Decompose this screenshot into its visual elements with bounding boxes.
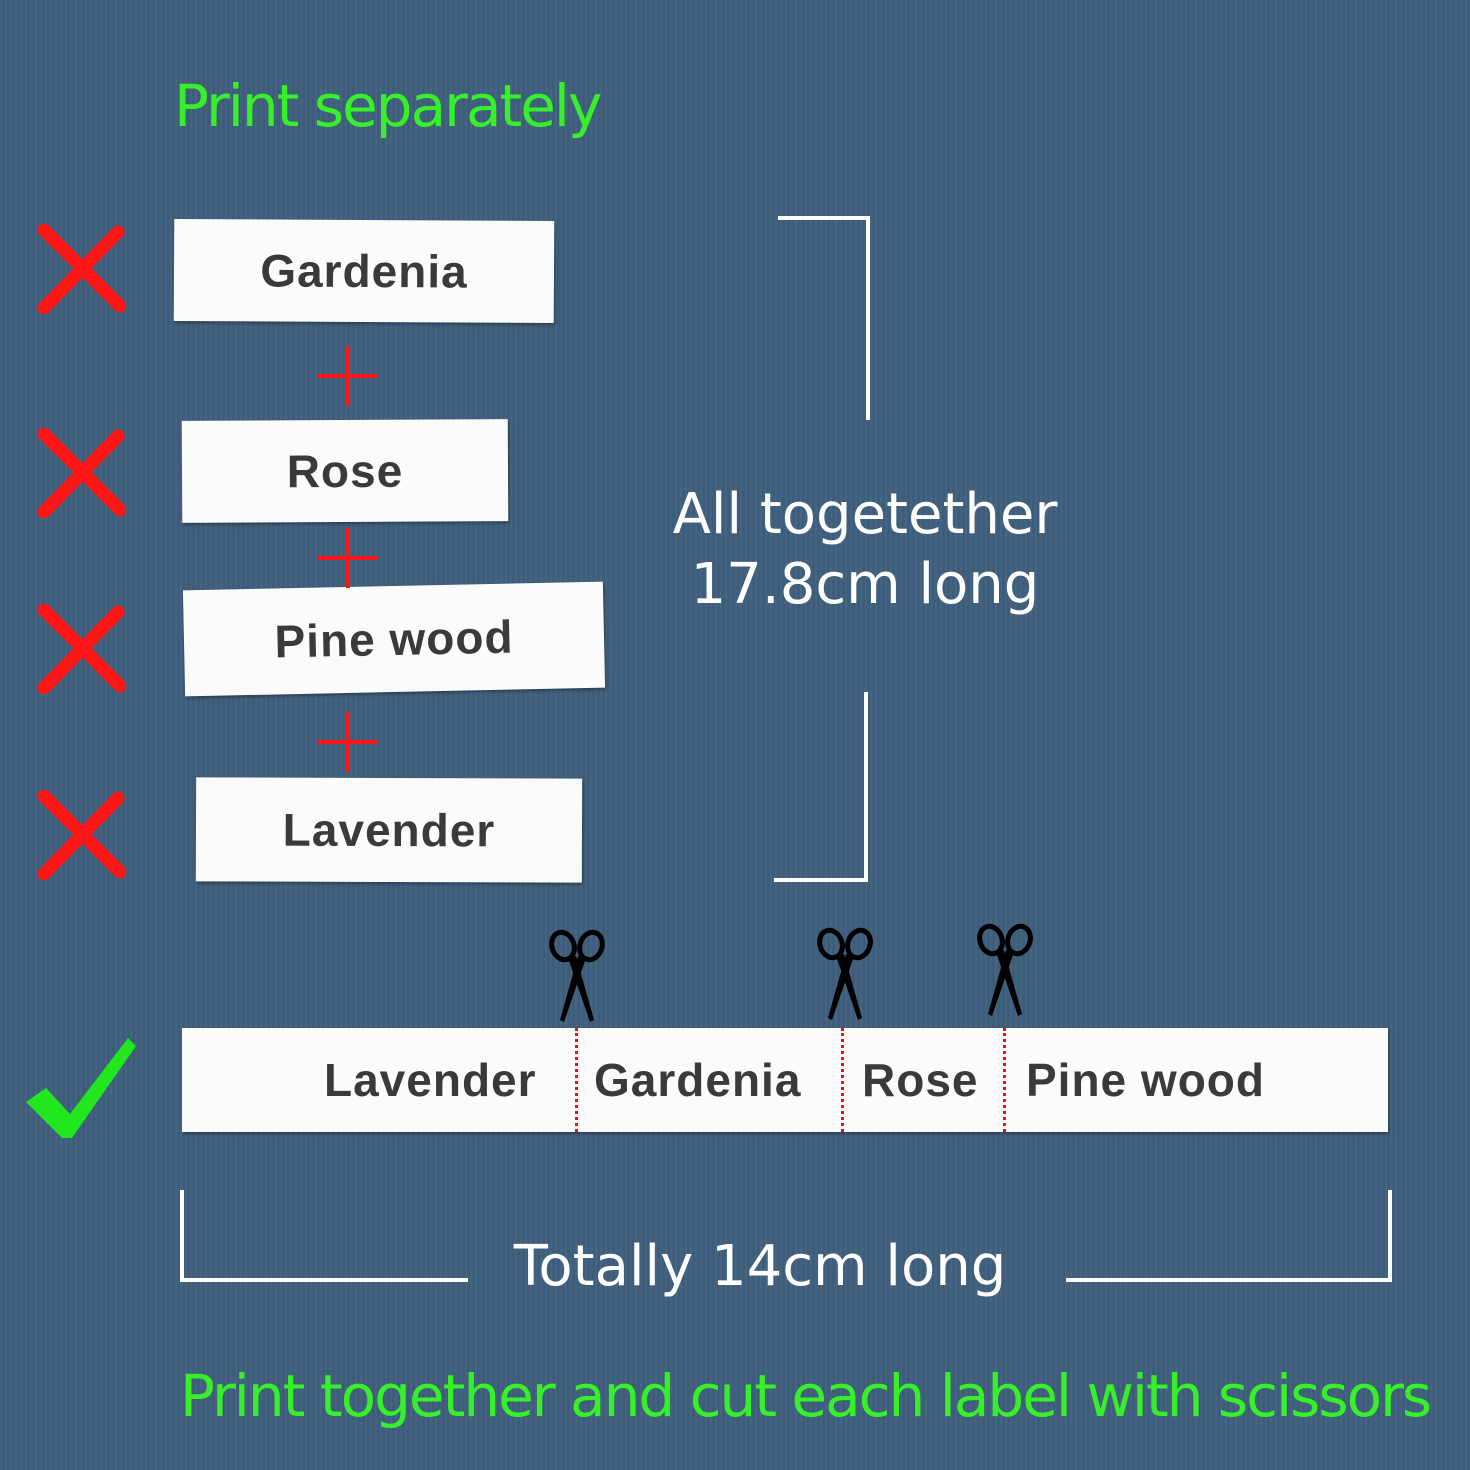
strip-segment-gardenia: Gardenia (594, 1054, 802, 1106)
print-separately-heading: Print separately (174, 72, 602, 140)
scissors-icon (817, 927, 873, 1020)
print-together-heading: Print together and cut each label with s… (180, 1362, 1432, 1430)
total-length-bracket-left (180, 1190, 468, 1282)
strip-segment-lavender: Lavender (324, 1054, 537, 1106)
cut-line (1003, 1028, 1006, 1132)
combined-label-strip: Lavender Gardenia Rose Pine wood (182, 1028, 1388, 1132)
green-checkmark-icon (26, 1038, 136, 1138)
strip-segment-rose: Rose (862, 1054, 979, 1106)
label-text: Pine wood (273, 610, 515, 668)
strip-segment-pine-wood: Pine wood (1026, 1054, 1265, 1106)
cut-line (841, 1028, 844, 1132)
label-text: Lavender (282, 803, 496, 857)
label-pine-wood: Pine wood (182, 581, 606, 697)
label-rose: Rose (181, 419, 509, 523)
cut-line (575, 1028, 578, 1132)
label-text: Rose (286, 444, 404, 498)
total-length-bracket-right (1066, 1190, 1392, 1282)
red-x-icon (37, 428, 126, 518)
plus-icon (318, 712, 378, 772)
plus-icon (318, 528, 378, 588)
separate-length-line2: 17.8cm long (690, 552, 1040, 617)
red-x-icon (37, 224, 126, 314)
scissors-icon (549, 929, 605, 1022)
label-text: Gardenia (260, 244, 468, 298)
red-x-icon (37, 604, 126, 694)
total-length-text: Totally 14cm long (513, 1234, 1007, 1299)
label-gardenia: Gardenia (173, 219, 555, 323)
scissors-icon (977, 923, 1033, 1016)
label-lavender: Lavender (195, 777, 583, 883)
plus-icon (318, 346, 378, 406)
separate-length-line1: All togetether (672, 482, 1058, 547)
red-x-icon (37, 790, 126, 880)
length-bracket-bottom (774, 692, 868, 882)
length-bracket-top (778, 216, 870, 420)
